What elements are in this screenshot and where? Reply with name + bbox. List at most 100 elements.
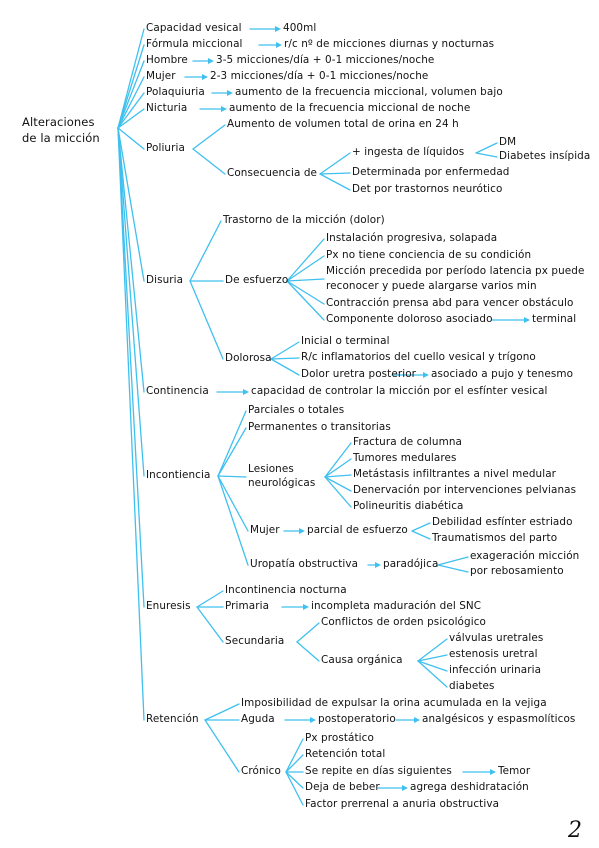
node-enuresis-s1: Conflictos de orden psicológico — [321, 616, 486, 628]
connector-line-50 — [411, 522, 431, 532]
root-title-line1: Alteraciones — [22, 115, 95, 129]
node-retencion-postoperatorio: postoperatorio — [318, 713, 396, 725]
node-retencion: Retención — [146, 713, 199, 725]
root-title-line2: de la micción — [22, 131, 100, 145]
node-poliuria-neurotico: Det por trastornos neurótico — [352, 183, 503, 195]
node-retencion-c3-temor: Temor — [498, 765, 531, 777]
connector-line-3 — [117, 76, 145, 129]
node-retencion-c4-value: agrega deshidratación — [410, 781, 529, 793]
node-poliuria-ingesta: + ingesta de líquidos — [352, 146, 465, 158]
node-enuresis-secundaria: Secundaria — [225, 635, 285, 647]
node-incont-mujer-value: parcial de esfuerzo — [307, 524, 408, 536]
node-retencion-imposibilidad: Imposibilidad de expulsar la orina acumu… — [241, 697, 547, 709]
connector-line-25 — [189, 220, 222, 282]
node-disuria-e3b: reconocer y puede alargarse varios min — [326, 280, 537, 292]
connector-line-21 — [319, 172, 351, 175]
node-retencion-c4: Deja de beber — [305, 781, 380, 793]
node-disuria-e3a: Micción precedida por período latencia p… — [326, 265, 585, 277]
connector-line-57 — [196, 606, 224, 643]
arrow-head-52 — [375, 562, 381, 568]
node-continencia-value: capacidad de controlar la micción por el… — [251, 385, 548, 397]
connector-line-0 — [117, 28, 145, 129]
node-enuresis-o4: diabetes — [449, 680, 495, 692]
node-formula: Fórmula miccional — [146, 38, 243, 50]
node-polaquiuria: Polaquiuria — [146, 86, 205, 98]
arrow-head-12 — [275, 26, 281, 32]
connector-line-44 — [324, 442, 352, 478]
connector-line-46 — [324, 474, 352, 478]
node-disuria-d3: Dolor uretra posterior — [301, 368, 417, 380]
connector-line-7 — [117, 127, 145, 282]
connector-line-45 — [324, 458, 352, 478]
node-hombre-value: 3-5 micciones/día + 0-1 micciones/noche — [216, 54, 435, 66]
arrow-head-14 — [208, 58, 214, 64]
connector-line-51 — [411, 530, 431, 540]
connector-line-40 — [217, 427, 247, 477]
connector-line-73 — [285, 771, 304, 789]
node-disuria-e5: Componente doloroso asociado — [326, 313, 493, 325]
node-disuria-d3-value: asociado a pujo y tenesmo — [431, 368, 574, 380]
connector-line-1 — [117, 44, 145, 129]
node-incont-l5: Polineuritis diabética — [353, 500, 464, 512]
connector-line-65 — [204, 703, 240, 721]
arrow-head-13 — [276, 42, 282, 48]
node-incont-l1: Fractura de columna — [353, 436, 462, 448]
connector-line-2 — [117, 60, 145, 129]
node-mujer: Mujer — [146, 70, 176, 82]
node-incontinencia: Incontiencia — [146, 469, 211, 481]
arrow-head-33 — [524, 317, 530, 323]
node-poliuria-consecuencia: Consecuencia de — [227, 167, 318, 179]
connector-line-55 — [196, 590, 224, 608]
connector-line-10 — [117, 127, 145, 608]
node-retencion-aguda: Aguda — [241, 713, 275, 725]
node-incont-lesiones-1: Lesiones — [248, 463, 294, 475]
connector-line-24 — [475, 152, 498, 158]
node-nicturia: Nicturia — [146, 102, 188, 114]
connector-line-48 — [324, 476, 352, 508]
connector-line-23 — [475, 142, 498, 154]
connector-line-64 — [417, 660, 448, 688]
connector-line-29 — [286, 255, 325, 282]
connector-line-35 — [270, 357, 300, 360]
connector-line-4 — [117, 92, 145, 129]
node-incont-mujer: Mujer — [250, 524, 280, 536]
node-mujer-value: 2-3 micciones/día + 0-1 micciones/noche — [210, 70, 429, 82]
connector-line-20 — [319, 152, 351, 175]
node-enuresis-nocturna: Incontinencia nocturna — [225, 584, 347, 596]
connector-line-43 — [217, 475, 249, 566]
node-nicturia-value: aumento de la frecuencia miccional de no… — [229, 102, 471, 114]
connector-line-28 — [286, 238, 325, 282]
connector-line-67 — [204, 719, 240, 773]
connector-line-61 — [417, 638, 448, 662]
connector-line-32 — [286, 280, 325, 321]
connector-line-6 — [117, 127, 145, 150]
connector-line-19 — [192, 148, 226, 175]
node-disuria-e4: Contracción prensa abd para vencer obstá… — [326, 297, 574, 309]
arrow-head-16 — [227, 90, 233, 96]
connector-line-22 — [319, 173, 351, 191]
arrow-head-49 — [299, 528, 305, 534]
connector-line-34 — [270, 341, 300, 360]
connector-line-39 — [217, 410, 247, 477]
connector-line-27 — [189, 280, 224, 360]
arrow-head-15 — [202, 74, 208, 80]
node-enuresis: Enuresis — [146, 600, 191, 612]
node-polaquiuria-value: aumento de la frecuencia miccional, volu… — [235, 86, 503, 98]
node-enuresis-organica: Causa orgánica — [321, 654, 403, 666]
node-incont-m2: Traumatismos del parto — [432, 532, 558, 544]
connector-line-9 — [117, 127, 145, 477]
connector-line-42 — [217, 475, 249, 532]
node-incont-lesiones-2: neurológicas — [248, 477, 316, 489]
connector-line-11 — [117, 127, 145, 721]
node-enuresis-o1: válvulas uretrales — [449, 632, 544, 644]
node-retencion-c1: Px prostático — [305, 732, 374, 744]
node-incont-rebosamiento: por rebosamiento — [470, 565, 564, 577]
node-poliuria-dm: DM — [499, 136, 517, 148]
connector-line-59 — [296, 622, 320, 643]
connector-line-74 — [285, 771, 304, 806]
node-incont-permanentes: Permanentes o transitorias — [248, 421, 391, 433]
connector-line-54 — [437, 564, 469, 573]
node-retencion-cronico: Crónico — [241, 765, 281, 777]
node-retencion-analgesicos: analgésicos y espasmolíticos — [422, 713, 576, 725]
